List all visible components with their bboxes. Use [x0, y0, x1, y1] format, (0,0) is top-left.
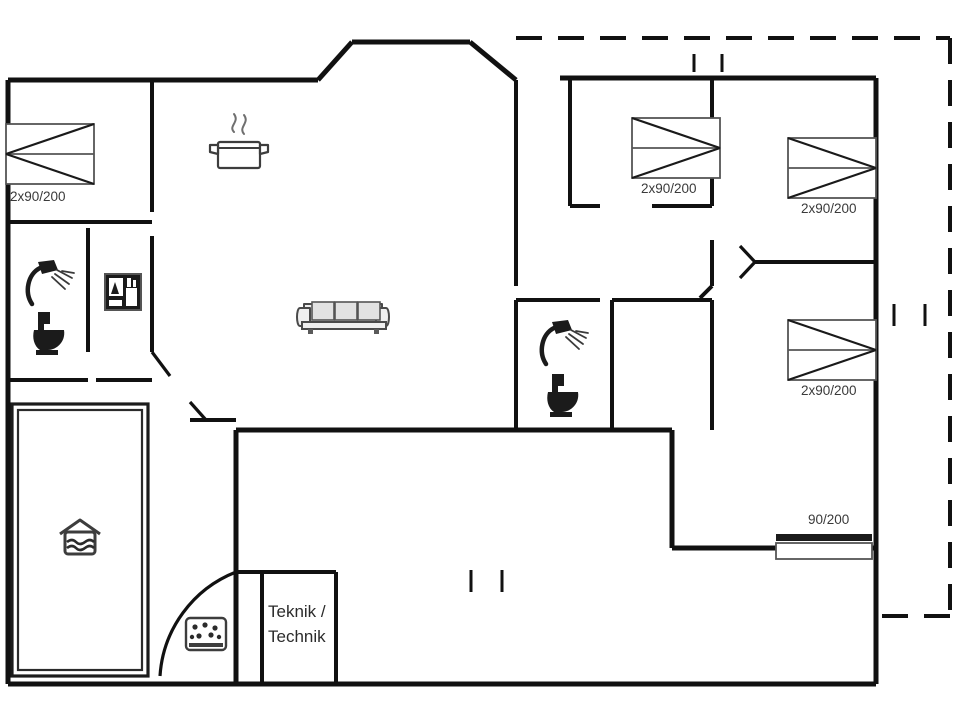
dimension-label-text: 2x90/200 — [641, 181, 697, 196]
dimension-label-text: 2x90/200 — [801, 201, 857, 216]
toilet-icon — [33, 312, 65, 355]
dimension-label-window-bedroom-1: 2x90/200 — [641, 180, 697, 198]
window-symbol-left-top — [5, 122, 95, 186]
washing-machine-icon — [104, 273, 142, 311]
window-tick-marks — [469, 54, 927, 592]
shower-icon — [25, 260, 75, 307]
swimming-pool-icon — [59, 518, 101, 556]
window-symbol-bedroom-1 — [631, 116, 721, 180]
cooking-pot-icon — [208, 113, 270, 170]
dimension-label-door-right-lower: 90/200 — [808, 511, 849, 529]
whirlpool-icon — [184, 616, 228, 652]
door-swing-symbols — [150, 351, 237, 677]
dimension-label-window-left-top: 2x90/200 — [10, 188, 66, 206]
dimension-label-text: 2x90/200 — [801, 383, 857, 398]
dimension-label-text: 90/200 — [808, 512, 850, 527]
window-symbol-bedroom-3 — [787, 318, 877, 382]
building-outer-walls — [5, 39, 879, 687]
dimension-label-window-bedroom-3: 2x90/200 — [801, 382, 857, 400]
interior-walls — [8, 80, 876, 684]
terrace-dashed-outline — [516, 36, 952, 618]
door-symbol-right-lower — [775, 534, 873, 560]
pool-room-frame — [10, 402, 150, 678]
room-label-line-2: Technik — [268, 626, 326, 646]
shower-icon-mid — [539, 320, 589, 367]
dimension-label-window-bedroom-2: 2x90/200 — [801, 200, 857, 218]
room-label-line-1: Teknik / — [268, 602, 326, 621]
dimension-label-text: 2x90/200 — [10, 189, 66, 204]
toilet-icon-mid — [547, 374, 579, 417]
room-label-teknik: Teknik / Technik — [268, 600, 326, 649]
sofa-icon — [296, 301, 390, 334]
window-symbol-bedroom-2 — [787, 136, 877, 200]
